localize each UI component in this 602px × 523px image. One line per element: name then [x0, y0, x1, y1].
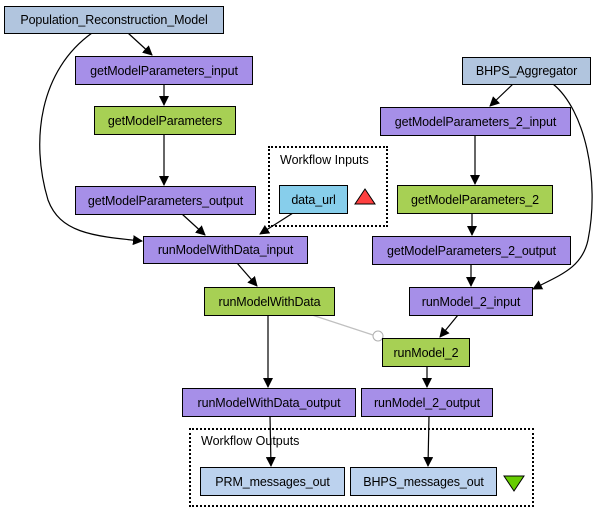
node-getmodelparameters-2-output[interactable]: getModelParameters_2_output	[372, 236, 571, 265]
control-link-circle	[372, 330, 384, 342]
triangle-up-icon	[354, 188, 376, 205]
node-runmodelwithdata-input[interactable]: runModelWithData_input	[143, 236, 308, 264]
edge-prm-to-runmodelwithdata-input	[39, 32, 143, 246]
triangle-down-icon	[503, 475, 525, 492]
node-runmodelwithdata[interactable]: runModelWithData	[204, 287, 335, 316]
node-runmodelwithdata-output[interactable]: runModelWithData_output	[182, 388, 356, 417]
edge-data-url-to-rmwd-input	[259, 212, 294, 235]
edge-gmp-output-to-rmwd-input	[181, 213, 206, 236]
node-getmodelparameters-output[interactable]: getModelParameters_output	[75, 186, 256, 215]
node-runmodel-2[interactable]: runModel_2	[382, 338, 470, 367]
workflow-outputs-label: Workflow Outputs	[201, 434, 300, 448]
edge-rm2-output-to-bhps-out	[423, 415, 434, 467]
control-link-rmwd-to-rm2	[311, 314, 374, 336]
node-getmodelparameters[interactable]: getModelParameters	[94, 106, 236, 135]
node-runmodel-2-input[interactable]: runModel_2_input	[409, 287, 533, 316]
workflow-inputs-label: Workflow Inputs	[280, 153, 369, 167]
edge-bhps-to-gmp2-input	[489, 83, 514, 107]
node-prm-messages-out[interactable]: PRM_messages_out	[200, 467, 345, 496]
node-bhps-messages-out[interactable]: BHPS_messages_out	[350, 467, 497, 496]
node-getmodelparameters-2[interactable]: getModelParameters_2	[397, 185, 553, 214]
edge-prm-to-getmodelparameters-input	[127, 32, 153, 56]
node-runmodel-2-output[interactable]: runModel_2_output	[361, 388, 493, 417]
edge-rm2-input-to-rm2	[439, 314, 459, 338]
edge-rmwd-input-to-rmwd	[236, 262, 258, 287]
node-getmodelparameters-2-input[interactable]: getModelParameters_2_input	[380, 107, 571, 136]
node-population-reconstruction-model[interactable]: Population_Reconstruction_Model	[4, 6, 224, 34]
workflow-outputs-group: Workflow Outputs	[189, 428, 534, 507]
node-bhps-aggregator[interactable]: BHPS_Aggregator	[462, 57, 591, 85]
node-getmodelparameters-input[interactable]: getModelParameters_input	[75, 56, 253, 85]
workflow-inputs-group: Workflow Inputs	[268, 146, 388, 227]
edge-bhps-to-runmodel2-input	[532, 83, 593, 290]
edge-rmwd-output-to-prm-out	[265, 415, 276, 467]
node-data-url[interactable]: data_url	[279, 185, 348, 214]
